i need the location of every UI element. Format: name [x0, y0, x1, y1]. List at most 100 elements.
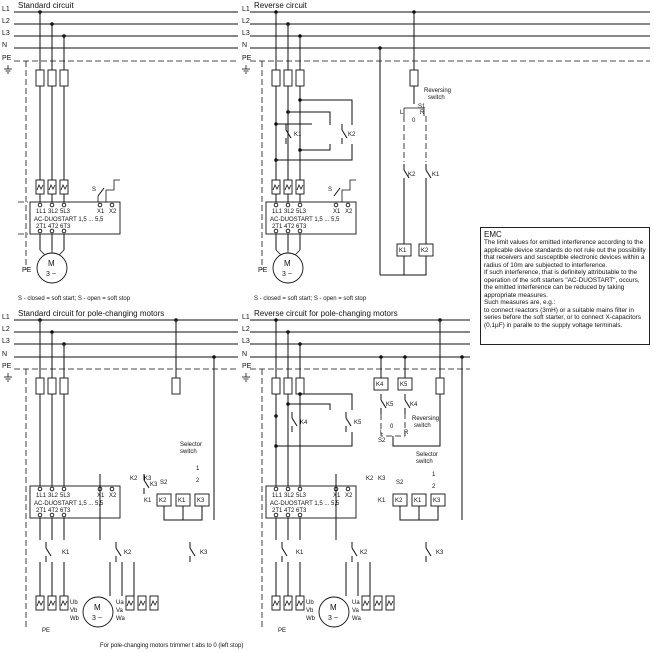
fuse: [47, 69, 57, 87]
reversing-switch-label: Reversing: [412, 416, 439, 422]
terminal: [297, 228, 303, 234]
junction-dot: [460, 355, 464, 359]
coil-label: K3: [197, 498, 205, 504]
terminal-label-top: 1L1: [36, 493, 47, 499]
contact-label: K3: [378, 476, 386, 482]
contact-label: K5: [354, 420, 362, 426]
junction-dot: [174, 318, 178, 322]
switch-s1-label: S1: [418, 104, 426, 110]
fuse: [295, 377, 305, 395]
contact-label: K3: [200, 550, 208, 556]
contact-blade: [351, 547, 358, 557]
coil-k5-label: K5: [400, 382, 408, 388]
contact-label: K2: [130, 476, 138, 482]
contact-label: K1: [144, 498, 152, 504]
terminal-label-bottom: 4T2: [48, 508, 59, 514]
selector-label: Selector: [416, 452, 438, 458]
winding-vb: Vb: [70, 608, 78, 614]
emc-paragraph-2: If such interference, that is definitely…: [484, 269, 640, 299]
contact-label: K3: [150, 482, 158, 488]
emc-paragraph-3: Such measures are, e.g.:: [484, 299, 556, 306]
busbar-label-l3: L3: [2, 338, 10, 345]
junction-dot: [62, 34, 66, 38]
terminal: [37, 228, 43, 234]
winding-wa: Wa: [116, 616, 125, 622]
winding-va: Va: [116, 608, 124, 614]
k2-return: [300, 144, 331, 151]
contact-label: K1: [378, 498, 386, 504]
contact-label: K4: [300, 420, 308, 426]
note-pole-changing: For pole-changing motors trimmer t abs t…: [100, 643, 243, 649]
selector-pos-1: 1: [196, 466, 200, 472]
motor-letter: M: [48, 259, 55, 268]
coil-return: [380, 256, 427, 276]
softstarter-box: [265, 201, 357, 235]
terminal: [61, 228, 67, 234]
contact-label: K1: [296, 550, 304, 556]
terminal: [37, 512, 43, 518]
terminal-label-top: 1L1: [272, 493, 283, 499]
busbar-label-n: N: [242, 351, 247, 358]
motor-icon: [272, 252, 304, 284]
softstarter-label: AC-DUOSTART 1,5 ... 5,5: [34, 217, 104, 223]
junction-dot: [274, 414, 278, 418]
junction-dot: [438, 318, 442, 322]
control-fuse: [435, 377, 445, 395]
overload-element: [284, 600, 292, 607]
terminal-label-bottom: 4T2: [48, 224, 59, 230]
busbar-label-n: N: [2, 42, 7, 49]
overload-element: [48, 184, 56, 191]
k5-return: [276, 432, 353, 447]
terminal-label-bottom: 6T3: [60, 508, 71, 514]
terminal: [37, 486, 43, 492]
fuse: [295, 69, 305, 87]
note-soft-start-1: S - closed = soft start; S - open = soft…: [18, 296, 131, 302]
switch-s-label: S: [328, 187, 332, 193]
busbar-label-pe: PE: [242, 55, 252, 62]
control-terminal-label: X2: [345, 209, 353, 215]
switch-s-blade: [97, 187, 105, 197]
overload-element: [272, 600, 280, 607]
pos-l: L: [380, 430, 384, 436]
softstarter-box: [29, 485, 121, 519]
terminal-label-bottom: 2T1: [36, 224, 47, 230]
emc-paragraph-4: to connect reactors (3mH) or a suitable …: [484, 306, 642, 329]
softstarter-label: AC-DUOSTART 1,5 ... 5,5: [270, 501, 340, 507]
coil-return: [163, 506, 203, 521]
overload-element: [362, 600, 370, 607]
busbar-label-l2: L2: [2, 18, 10, 25]
overload-element: [386, 600, 394, 607]
contact-blade: [189, 547, 196, 557]
busbar-label-l1: L1: [2, 6, 10, 13]
terminal: [285, 486, 291, 492]
winding-wa: Wa: [352, 616, 361, 622]
overload-element: [138, 600, 146, 607]
coil-k2-label: K2: [421, 248, 429, 254]
fuse: [59, 69, 69, 87]
terminal: [49, 202, 55, 208]
motor-feed-b: [109, 562, 135, 596]
junction-dot: [378, 46, 382, 50]
junction-dot: [274, 158, 278, 162]
junction-dot: [403, 355, 407, 359]
winding-vb: Vb: [306, 608, 314, 614]
motor-leads: [275, 249, 301, 256]
circuit-labels: Standard circuit Reverse circuit Standar…: [18, 1, 398, 649]
overload-element: [60, 184, 68, 191]
junction-dot: [50, 330, 54, 334]
terminal: [285, 228, 291, 234]
pe-label: PE: [258, 267, 268, 274]
junction-dot: [274, 318, 278, 322]
terminal-label-top: 5L3: [296, 493, 307, 499]
fuse: [283, 69, 293, 87]
k4-feed: [300, 393, 353, 410]
emc-title: EMC: [484, 230, 502, 239]
pos-r: R: [420, 110, 425, 116]
control-terminal-label: X1: [97, 209, 105, 215]
terminal: [285, 202, 291, 208]
switch-wiring: [341, 179, 356, 202]
fuse: [59, 377, 69, 395]
contact-blade: [425, 169, 432, 179]
terminal: [273, 228, 279, 234]
overload-element: [272, 184, 280, 191]
